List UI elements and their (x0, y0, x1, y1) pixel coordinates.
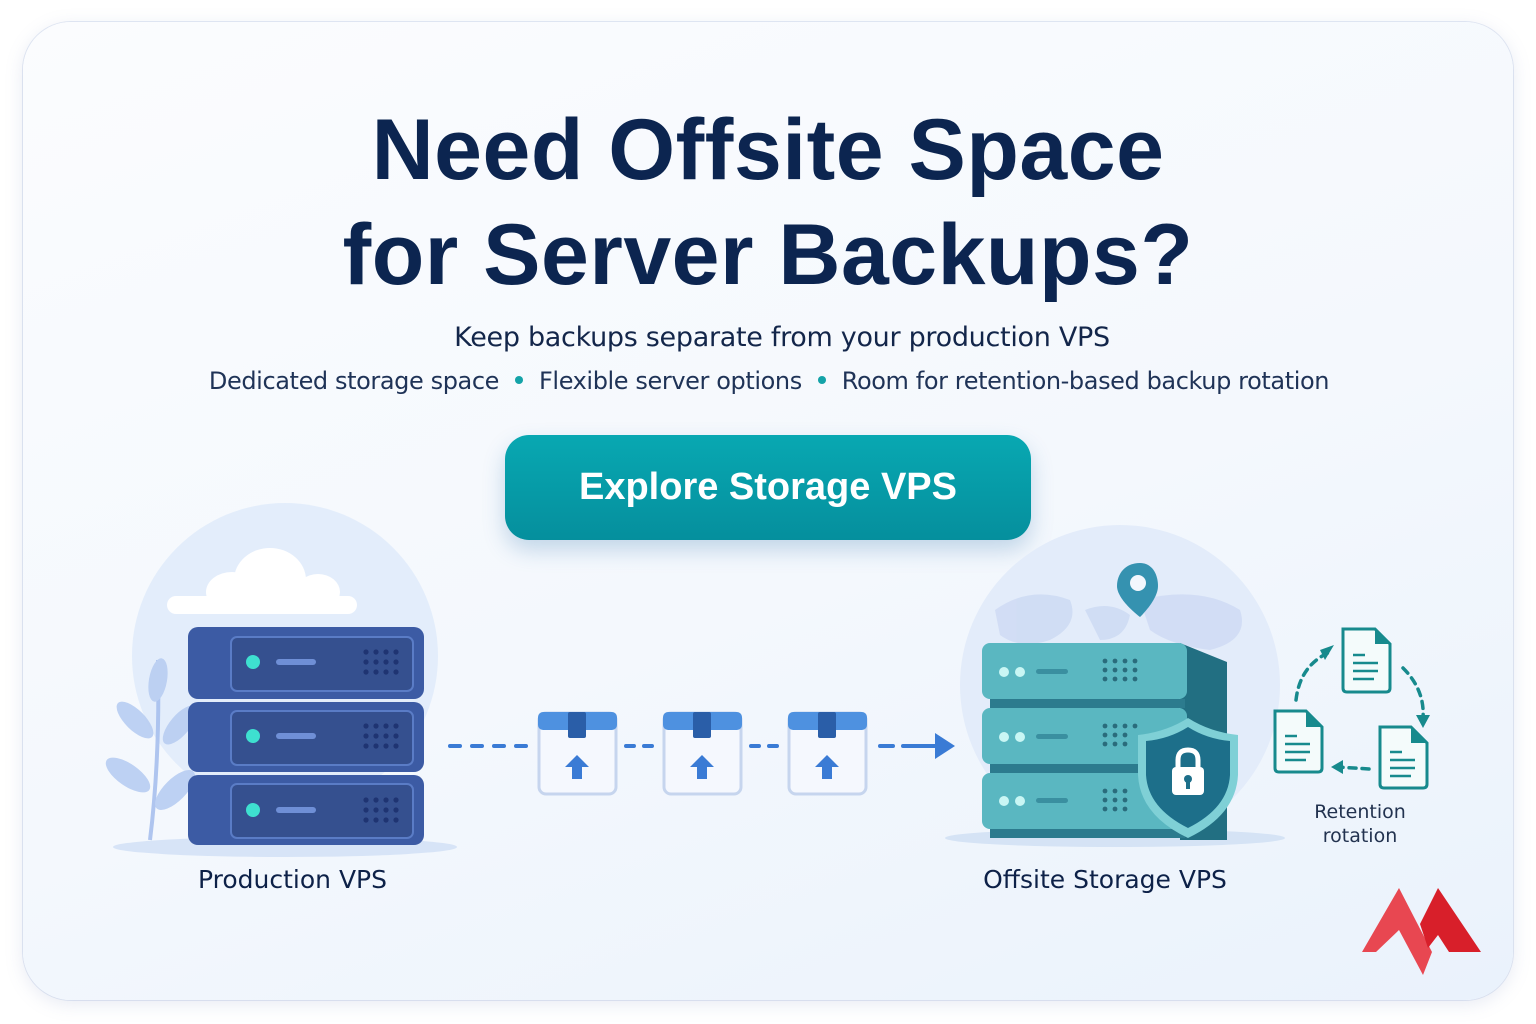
brand-logo-icon (1362, 888, 1481, 975)
bullet-dot (515, 376, 524, 384)
document-icon (1341, 627, 1392, 694)
offsite-storage-vps-label: Offsite Storage VPS (983, 865, 1227, 894)
feature-list: Dedicated storage space Flexible server o… (0, 367, 1536, 395)
retention-label-line-1: Retention (1314, 801, 1406, 823)
headline: Need Offsite Space for Server Backups? (0, 98, 1536, 308)
retention-label-line-2: rotation (1322, 825, 1398, 847)
feature-item: Room for retention-based backup rotation (841, 367, 1330, 395)
map-pin-icon (1117, 563, 1158, 617)
backup-package-icon (787, 711, 868, 796)
server-stack-icon (188, 627, 424, 845)
headline-line-1: Need Offsite Space (371, 102, 1165, 198)
production-vps-label: Production VPS (197, 865, 387, 894)
retention-rotation-label: Retention rotation (1290, 800, 1430, 848)
backup-package-icon (537, 711, 618, 796)
subtitle: Keep backups separate from your producti… (454, 322, 1110, 353)
document-icon (1378, 725, 1429, 790)
backup-package-icon (662, 711, 743, 796)
shield-lock-icon (1138, 718, 1238, 838)
arrow-right-icon (935, 733, 955, 759)
feature-item: Dedicated storage space (208, 367, 500, 395)
explore-storage-vps-button[interactable]: Explore Storage VPS (505, 435, 1031, 540)
feature-item: Flexible server options (539, 367, 802, 395)
headline-line-2: for Server Backups? (342, 207, 1194, 303)
document-icon (1273, 709, 1324, 774)
cloud-icon (167, 548, 357, 614)
bullet-dot (817, 376, 826, 384)
